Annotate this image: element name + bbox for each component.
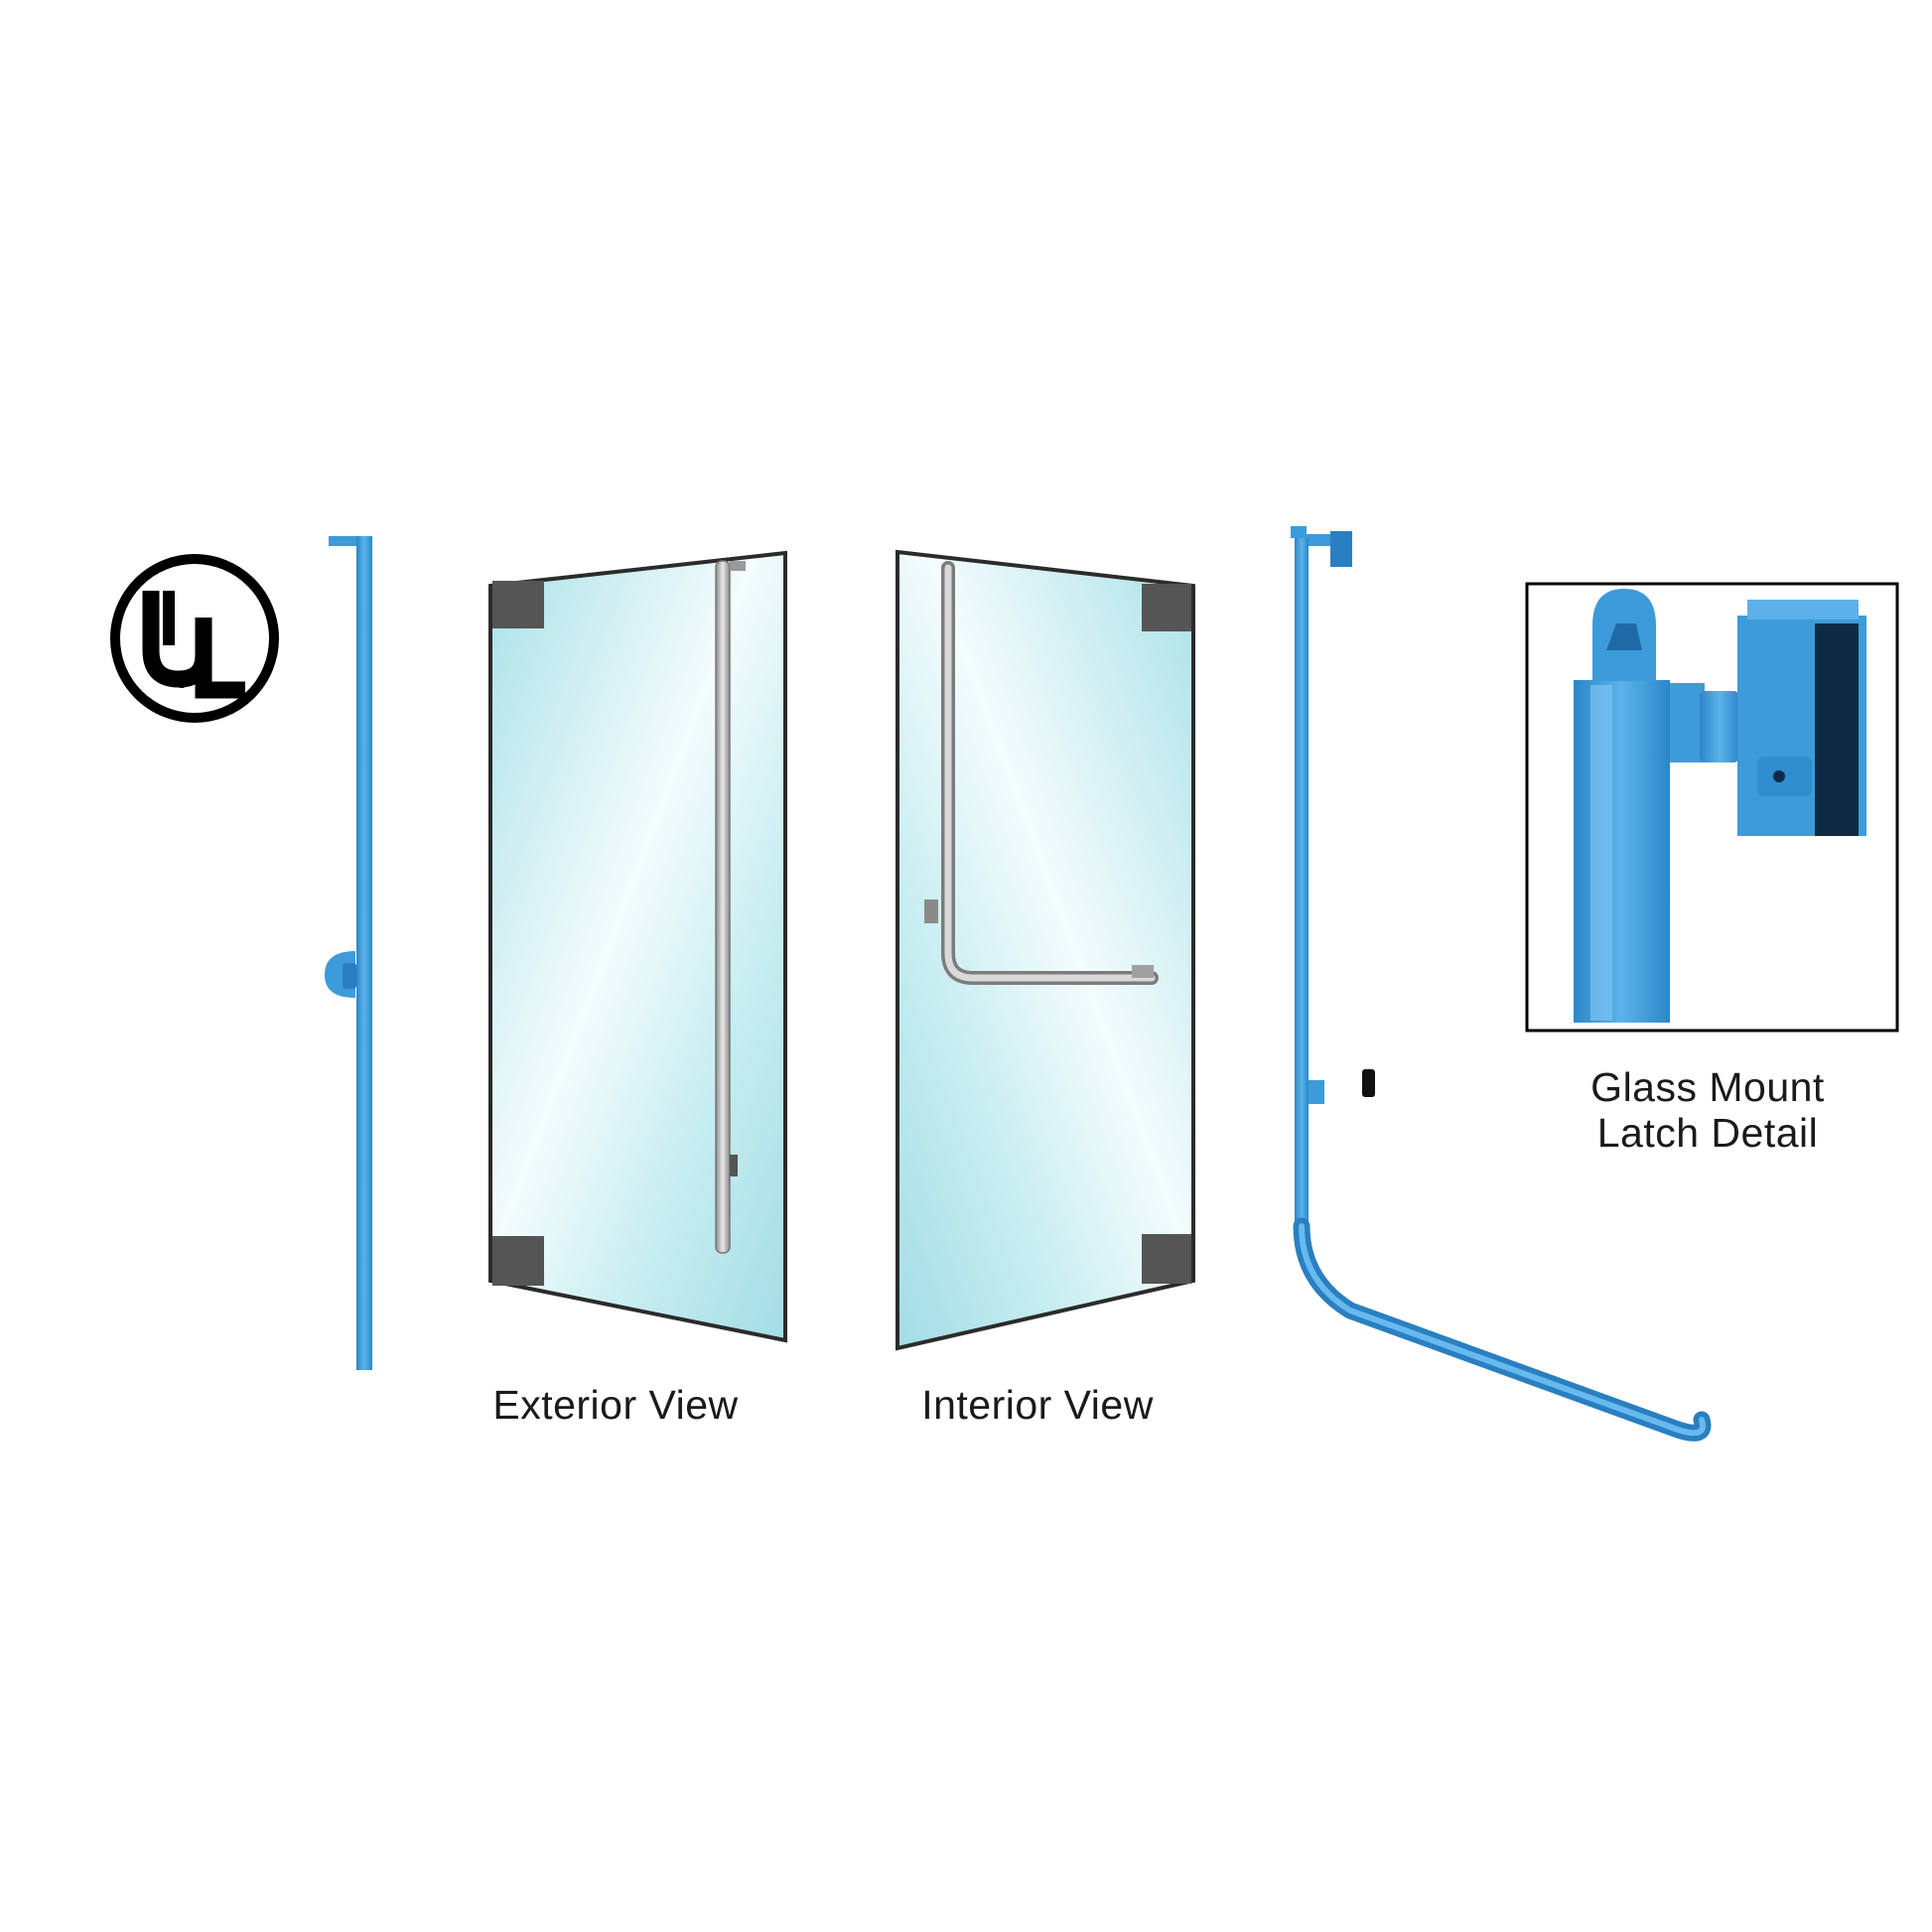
ul-logo-icon: [110, 554, 279, 723]
latch-detail-caption: Glass Mount Latch Detail: [1529, 1064, 1886, 1156]
interior-view-door: [896, 549, 1195, 1351]
latch-detail-inset: [1525, 582, 1899, 1033]
pull-handle: [715, 560, 731, 1254]
panic-push-bar: [1291, 526, 1712, 1442]
latch-detail-caption-line1: Glass Mount: [1590, 1064, 1825, 1110]
interior-view-caption: Interior View: [921, 1382, 1154, 1428]
bottom-patch-fitting: [492, 1236, 544, 1286]
bottom-patch-fitting: [1142, 1234, 1191, 1284]
exterior-view-door: [488, 550, 787, 1343]
top-patch-fitting: [492, 581, 544, 628]
side-view-pull-bar: [325, 536, 372, 1370]
top-patch-fitting: [1142, 584, 1191, 631]
latch-detail-caption-line2: Latch Detail: [1596, 1110, 1819, 1156]
exterior-view-caption: Exterior View: [492, 1382, 739, 1428]
